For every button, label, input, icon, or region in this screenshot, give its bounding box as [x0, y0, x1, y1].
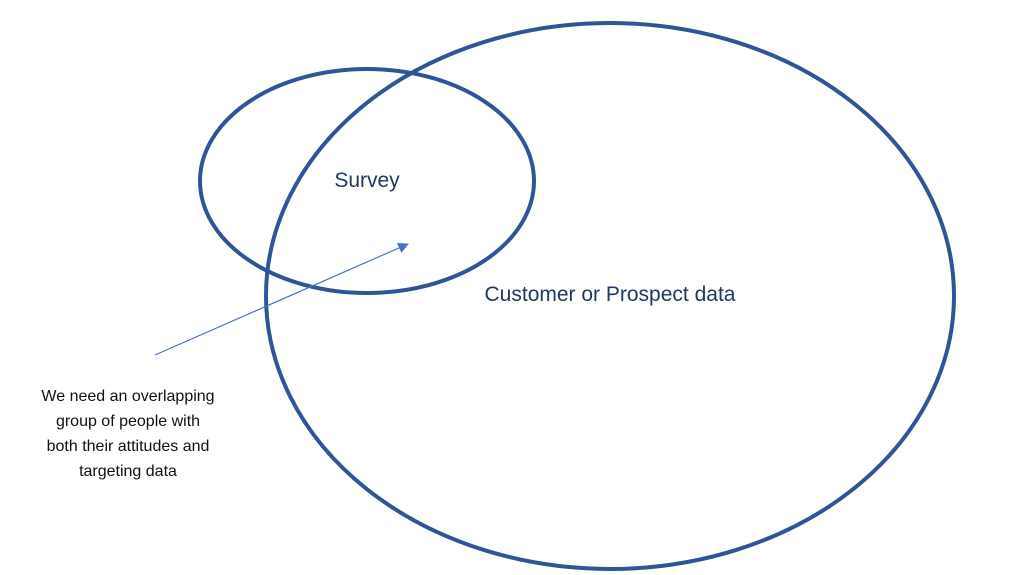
annotation-line: targeting data: [79, 463, 177, 480]
customer-label: Customer or Prospect data: [484, 283, 736, 306]
survey-set-ellipse: [198, 67, 536, 295]
pointer-arrow: [154, 242, 409, 356]
annotation-line: both their attitudes and: [46, 438, 210, 455]
survey-label: Survey: [334, 169, 400, 192]
annotation-note: We need an overlapping group of people w…: [8, 384, 248, 484]
annotation-line: group of people with: [55, 413, 201, 430]
customer-set-ellipse: [264, 21, 956, 571]
annotation-line: We need an overlapping: [41, 388, 215, 405]
